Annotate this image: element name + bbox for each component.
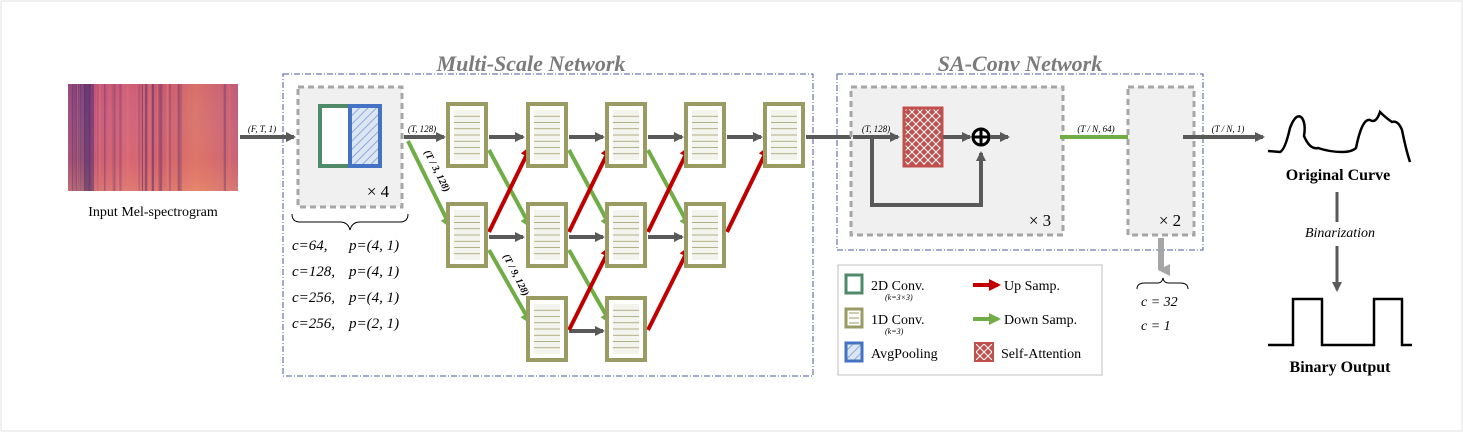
legend-conv1d: 1D Conv. (871, 313, 925, 328)
param-p-3: p=(2, 1) (348, 316, 399, 332)
param-p-0: p=(4, 1) (348, 238, 399, 254)
legend-avgpool-swatch (844, 341, 864, 363)
conv1d-block (763, 102, 805, 168)
param-p-1: p=(4, 1) (348, 264, 399, 280)
param-c-1: c=128, (292, 264, 335, 280)
sa-repeat-block (849, 85, 1065, 237)
sa-param-1: c = 1 (1141, 319, 1171, 334)
conv1d-block (605, 202, 647, 268)
multiscale-network-box (282, 73, 814, 377)
param-c-2: c=256, (292, 290, 335, 306)
binarization-label: Binarization (1305, 226, 1375, 241)
legend-box (837, 264, 1103, 376)
dim-sa-out: (T / N, 64) (1077, 124, 1114, 134)
saconv-title: SA-Conv Network (938, 51, 1102, 76)
legend-selfatt: Self-Attention (1001, 347, 1081, 362)
input-label: Input Mel-spectrogram (88, 205, 218, 220)
conv1d-block (526, 296, 568, 362)
original-curve-plot (1267, 109, 1412, 163)
sa-repeat-3: × 3 (1029, 211, 1051, 230)
binary-output-label: Binary Output (1290, 359, 1392, 376)
legend-conv2d-k: (k=3×3) (885, 293, 913, 302)
residual-connection (870, 137, 986, 207)
legend-conv2d-swatch (844, 273, 864, 295)
conv1d-block (684, 102, 726, 168)
legend-down: Down Samp. (1004, 313, 1077, 328)
conv1d-block (605, 296, 647, 362)
param-p-2: p=(4, 1) (348, 290, 399, 306)
saconv-network-box (836, 73, 1204, 251)
original-curve-label: Original Curve (1286, 167, 1390, 184)
conv1d-block (526, 202, 568, 268)
legend: 2D Conv. (k=3×3) 1D Conv. (k=3) AvgPooli… (837, 264, 1103, 376)
conv-repeat-2-block (1126, 85, 1196, 237)
conv1d-block (446, 102, 488, 168)
add-icon (971, 127, 991, 147)
mel-spectrogram-image (68, 84, 238, 191)
conv1d-block (526, 102, 568, 168)
legend-conv2d: 2D Conv. (871, 279, 925, 294)
multiscale-params: c=64, p=(4, 1) c=128, p=(4, 1) c=256, p=… (292, 238, 399, 332)
dim-out: (T / N, 1) (1212, 124, 1245, 134)
legend-avgpool: AvgPooling (871, 347, 938, 362)
self-attention-block (902, 106, 944, 168)
conv1d-block (684, 202, 726, 268)
multiscale-repeat: × 4 (367, 182, 390, 201)
sa-param-0: c = 32 (1141, 295, 1178, 310)
sa-repeat-2: × 2 (1159, 211, 1181, 230)
binary-output-plot (1268, 297, 1412, 347)
dim-ms-in: (T, 128) (408, 124, 436, 134)
legend-conv1d-k: (k=3) (885, 327, 904, 336)
multiscale-arrows (404, 132, 770, 336)
conv2d-block (318, 104, 352, 168)
dim-input: (F, T, 1) (248, 124, 276, 134)
param-c-3: c=256, (292, 316, 335, 332)
conv1d-block (446, 202, 488, 268)
avgpool-block (348, 104, 382, 168)
params-brace (291, 213, 409, 231)
param-c-0: c=64, (292, 238, 328, 254)
conv1d-block (605, 102, 647, 168)
sa-params-brace (1136, 277, 1189, 290)
legend-selfatt-swatch (974, 342, 994, 362)
multiscale-title: Multi-Scale Network (436, 51, 626, 76)
legend-up: Up Samp. (1004, 279, 1060, 294)
dim-sa-in: (T, 128) (862, 124, 890, 134)
